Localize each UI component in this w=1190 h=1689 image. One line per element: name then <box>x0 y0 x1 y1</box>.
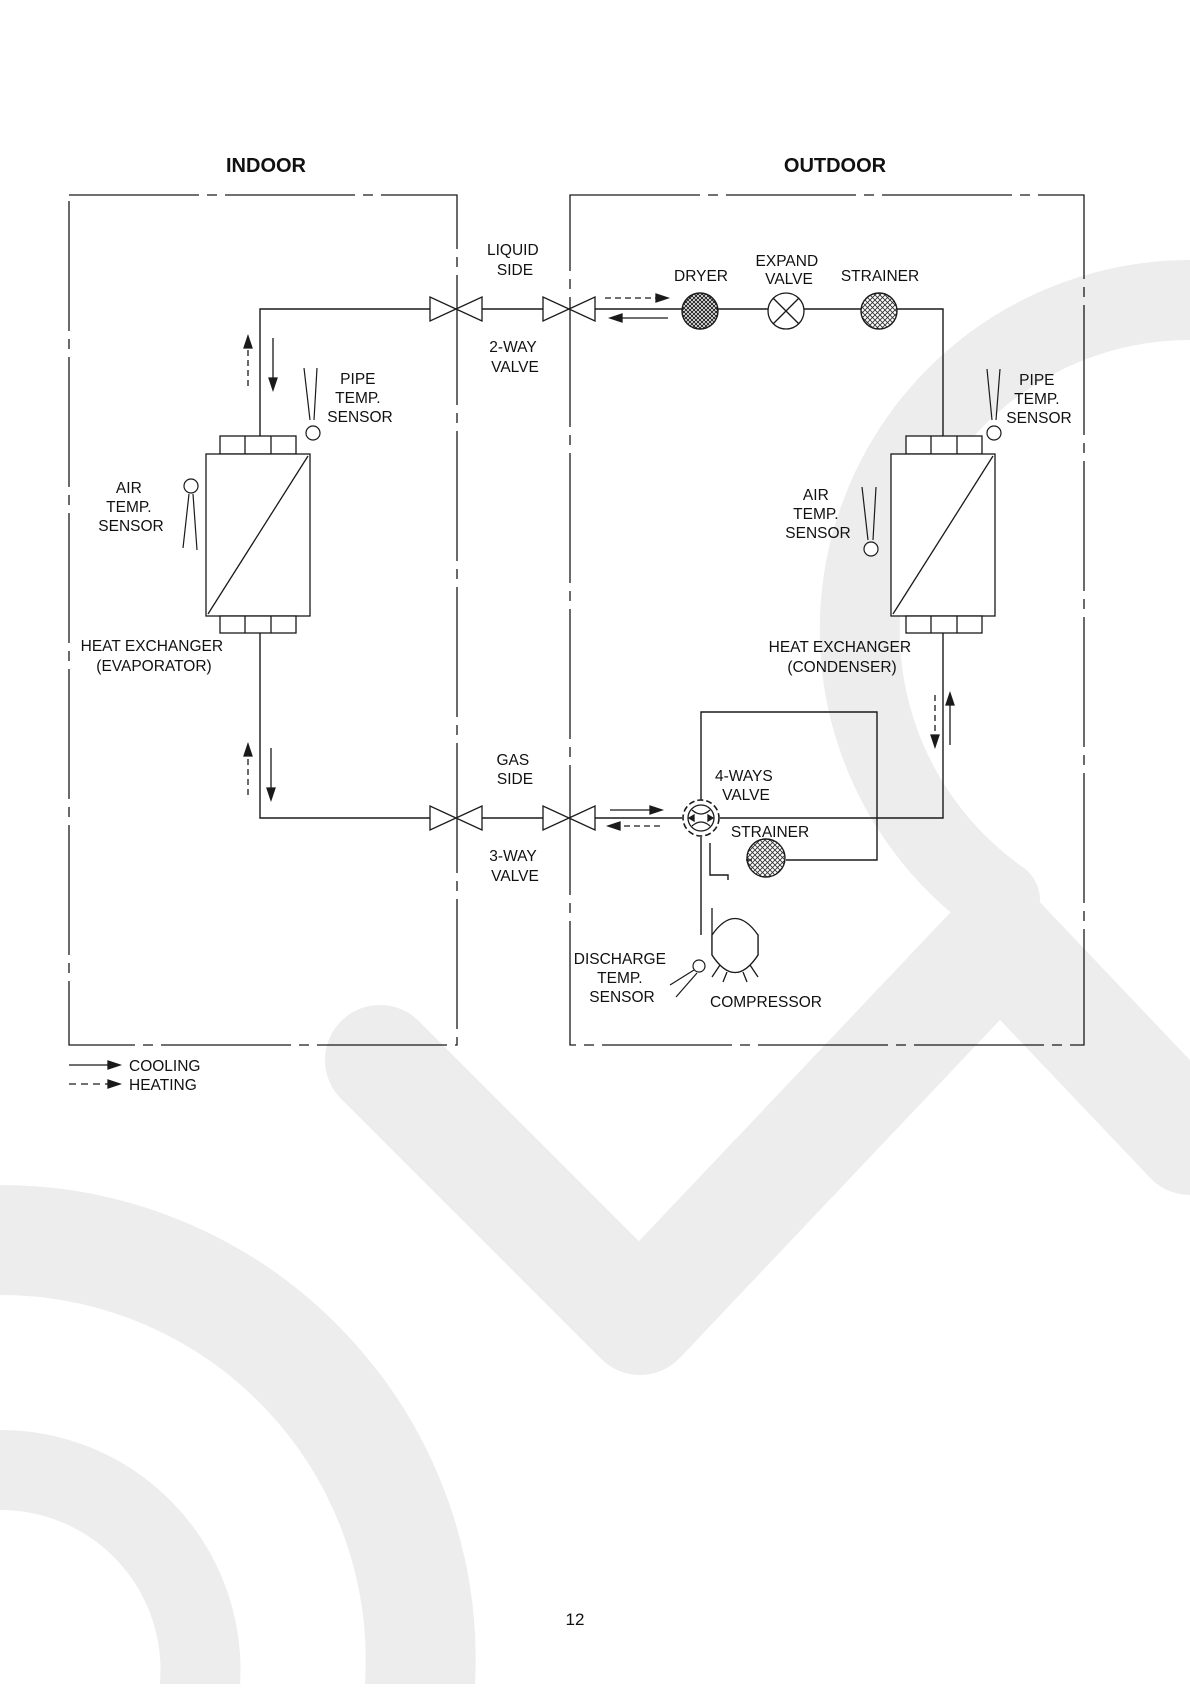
page-number: 12 <box>566 1610 585 1629</box>
strainer-bottom-icon <box>747 839 785 877</box>
four-way-valve-icon <box>683 800 719 836</box>
strainer-top-label: STRAINER <box>841 268 919 285</box>
outdoor-heat-exchanger <box>891 436 995 633</box>
legend-cooling-arrow <box>108 1061 120 1069</box>
indoor-heat-exchanger-label: HEAT EXCHANGER (EVAPORATOR) <box>81 638 228 675</box>
two-way-valve-indoor <box>430 297 482 321</box>
liquid-side-label: LIQUID SIDE <box>487 242 543 279</box>
indoor-pipe-sensor-icon <box>304 368 320 440</box>
strainer-top-icon <box>861 293 897 329</box>
expand-valve-icon <box>768 293 804 329</box>
two-way-valve-label: 2-WAY VALVE <box>489 339 540 376</box>
indoor-air-sensor-icon <box>183 479 198 550</box>
four-way-valve-label: 4-WAYS VALVE <box>715 768 777 804</box>
legend <box>69 1061 120 1088</box>
discharge-sensor-label: DISCHARGE TEMP. SENSOR <box>574 951 670 1006</box>
dryer-icon <box>682 293 718 329</box>
indoor-heat-exchanger <box>206 436 310 633</box>
gas-side-label: GAS SIDE <box>496 752 533 788</box>
legend-heating-arrow <box>108 1080 120 1088</box>
expand-valve-label: EXPAND VALVE <box>756 253 823 288</box>
three-way-valve-outdoor <box>543 806 595 830</box>
dryer-label: DRYER <box>674 268 728 285</box>
three-way-valve-indoor <box>430 806 482 830</box>
three-way-valve-label: 3-WAY VALVE <box>489 848 540 885</box>
indoor-pipe-sensor-label: PIPE TEMP. SENSOR <box>327 371 392 426</box>
compressor-label: COMPRESSOR <box>710 994 822 1011</box>
indoor-air-sensor-label: AIR TEMP. SENSOR <box>98 480 163 535</box>
outdoor-air-sensor-label: AIR TEMP. SENSOR <box>785 487 850 542</box>
outdoor-header: OUTDOOR <box>784 155 887 177</box>
legend-cooling-label: COOLING <box>129 1058 200 1075</box>
discharge-sensor-icon <box>670 960 705 997</box>
two-way-valve-outdoor <box>543 297 595 321</box>
legend-heating-label: HEATING <box>129 1077 197 1094</box>
compressor-icon <box>712 908 758 982</box>
indoor-header: INDOOR <box>226 155 307 177</box>
strainer-bottom-label: STRAINER <box>731 824 809 841</box>
